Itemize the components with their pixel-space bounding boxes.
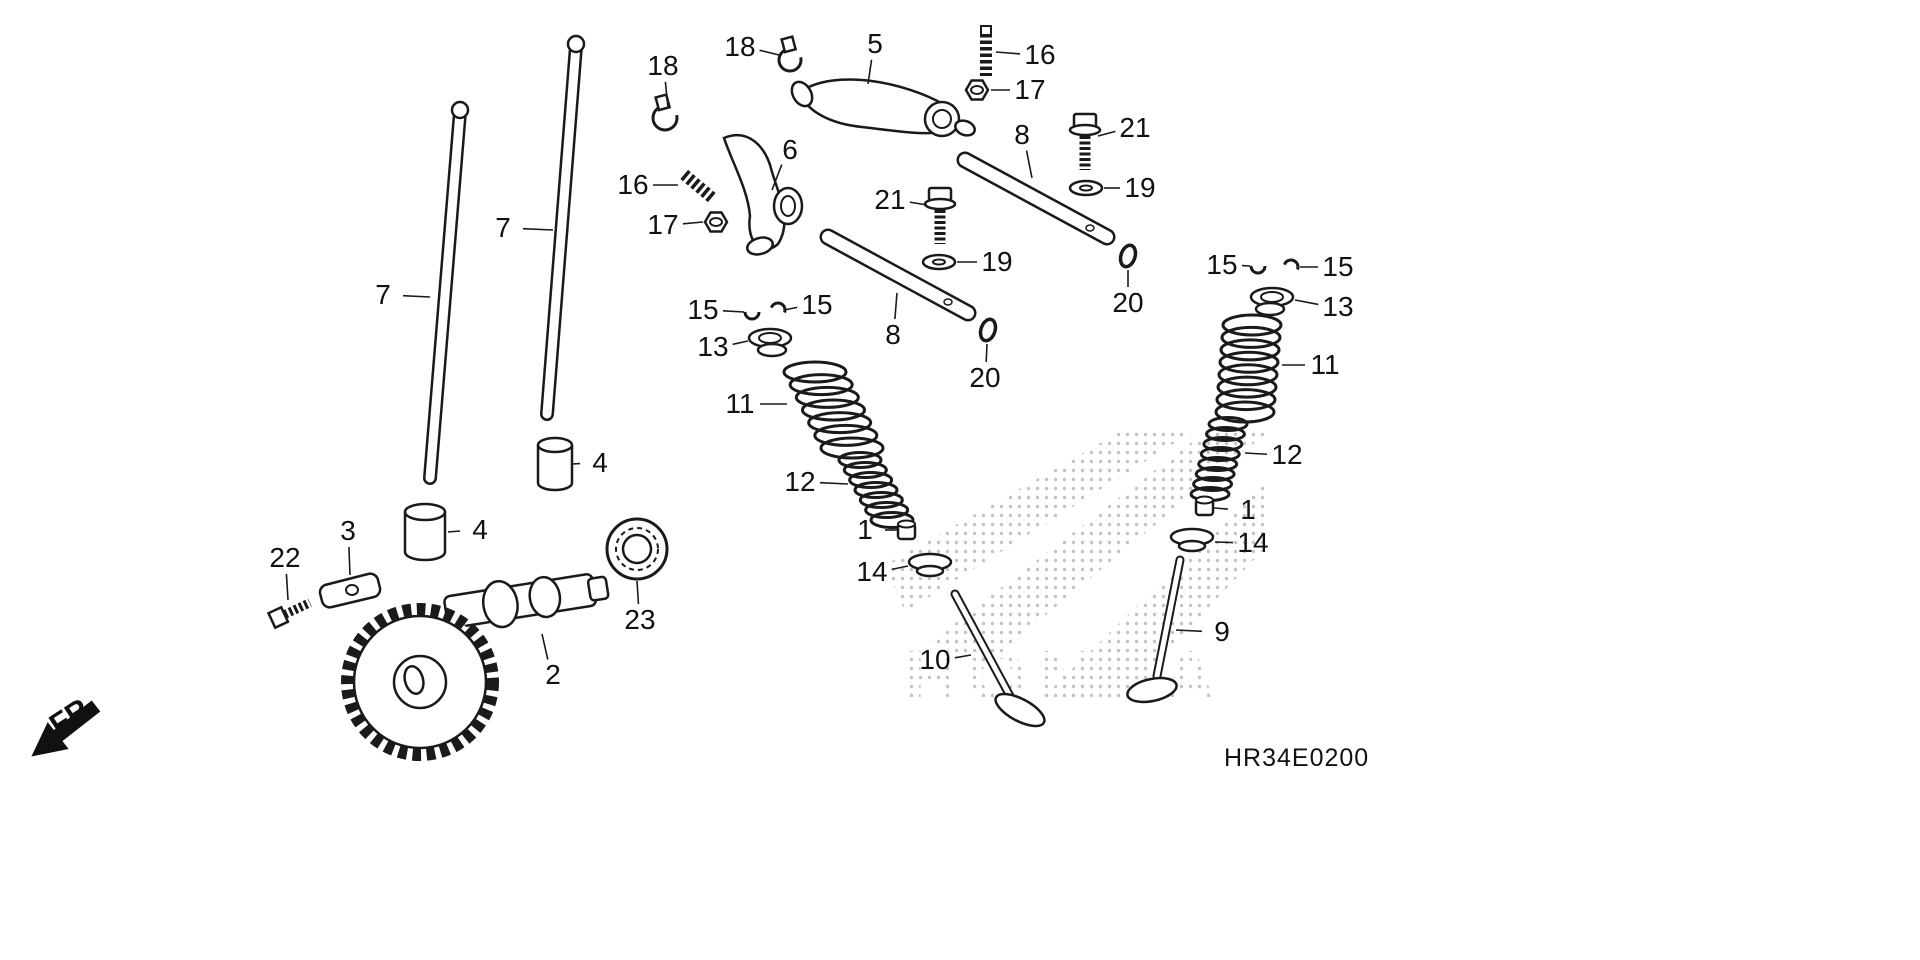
adjusting-screw-drawing — [680, 25, 992, 204]
watermark-text: HONDA — [905, 635, 1226, 718]
camshaft-gear-drawing — [341, 573, 610, 761]
rocker-shaft-drawing — [819, 151, 1116, 322]
valve-spring-drawing — [782, 313, 1283, 529]
watermark-pattern: HONDA — [885, 432, 1268, 718]
plate-drawing — [318, 572, 382, 609]
pushrod-drawing — [423, 34, 586, 485]
rocker-arm-drawing — [722, 78, 976, 256]
valve-lifter-drawing — [403, 436, 574, 562]
seal-ring-drawing — [978, 243, 1138, 343]
diagram-code: HR34E0200 — [1224, 744, 1369, 772]
fr-direction-arrow: FR. — [31, 688, 102, 757]
lock-nut-drawing — [703, 79, 990, 233]
washer-drawing — [921, 179, 1104, 271]
valve-seal-drawing — [896, 495, 1215, 541]
leader-lines — [285, 49, 1319, 660]
spring-seat-drawing — [907, 527, 1215, 578]
spring-retainer-drawing — [747, 286, 1295, 358]
valve-collet-drawing — [743, 257, 1300, 321]
flange-bolt-drawing — [923, 112, 1102, 244]
clip-drawing — [651, 35, 803, 132]
ball-bearing-drawing — [605, 517, 669, 581]
valve-drawing — [950, 555, 1185, 728]
bolt-22-drawing — [266, 598, 312, 630]
